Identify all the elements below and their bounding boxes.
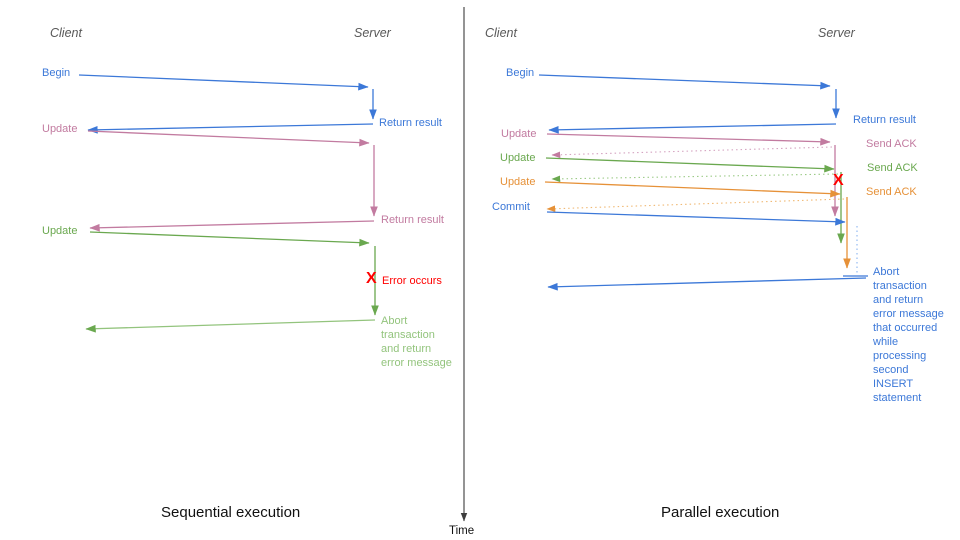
par-send-ack-3-label: Send ACK xyxy=(866,186,917,198)
seq-begin-label: Begin xyxy=(42,67,71,79)
par-abort-return-arrow xyxy=(547,277,867,291)
seq-update-2-label: Update xyxy=(42,225,78,237)
par-send-ack-2-arrow xyxy=(551,173,839,183)
par-send-ack-3-arrow xyxy=(546,198,845,213)
par-error-x-icon: X xyxy=(833,172,844,189)
seq-return-result-2-arrow xyxy=(89,220,375,232)
seq-error-occurs-label: Error occurs xyxy=(382,275,442,287)
par-title: Parallel execution xyxy=(661,504,780,521)
par-update-1-label: Update xyxy=(501,128,537,140)
par-update-1-request-arrow xyxy=(546,133,831,146)
seq-return-result-2-label: Return result xyxy=(381,214,444,226)
seq-abort-note: Abort transaction and return error messa… xyxy=(381,315,452,369)
seq-server-header: Server xyxy=(354,26,391,40)
par-send-ack-1-arrow xyxy=(551,146,833,159)
seq-return-result-1-label: Return result xyxy=(379,117,442,129)
seq-client-header: Client xyxy=(50,26,82,40)
par-send-ack-1-label: Send ACK xyxy=(866,138,917,150)
seq-title: Sequential execution xyxy=(161,504,301,521)
seq-update-2-request-arrow xyxy=(89,231,370,247)
par-update-2-label: Update xyxy=(500,152,536,164)
par-server-header: Server xyxy=(818,26,855,40)
seq-error-x-icon: X xyxy=(366,270,377,287)
par-abort-note: Abort transaction and return error messa… xyxy=(873,266,944,404)
seq-return-result-1-arrow xyxy=(87,123,374,134)
par-begin-request-arrow xyxy=(538,74,831,90)
par-update-3-label: Update xyxy=(500,176,536,188)
seq-update-1-request-arrow xyxy=(87,130,370,147)
par-commit-label: Commit xyxy=(492,201,530,213)
par-update-3-request-arrow xyxy=(544,181,841,198)
par-return-result-label: Return result xyxy=(853,114,916,126)
par-client-header: Client xyxy=(485,26,517,40)
par-return-result-arrow xyxy=(548,123,837,134)
par-begin-label: Begin xyxy=(506,67,535,79)
time-axis-label: Time xyxy=(449,525,475,537)
seq-update-1-label: Update xyxy=(42,123,78,135)
par-send-ack-2-label: Send ACK xyxy=(867,162,918,174)
par-commit-request-arrow xyxy=(546,211,846,226)
seq-begin-request-arrow xyxy=(78,74,369,91)
par-update-2-request-arrow xyxy=(545,157,835,173)
seq-abort-return-arrow xyxy=(85,319,376,333)
